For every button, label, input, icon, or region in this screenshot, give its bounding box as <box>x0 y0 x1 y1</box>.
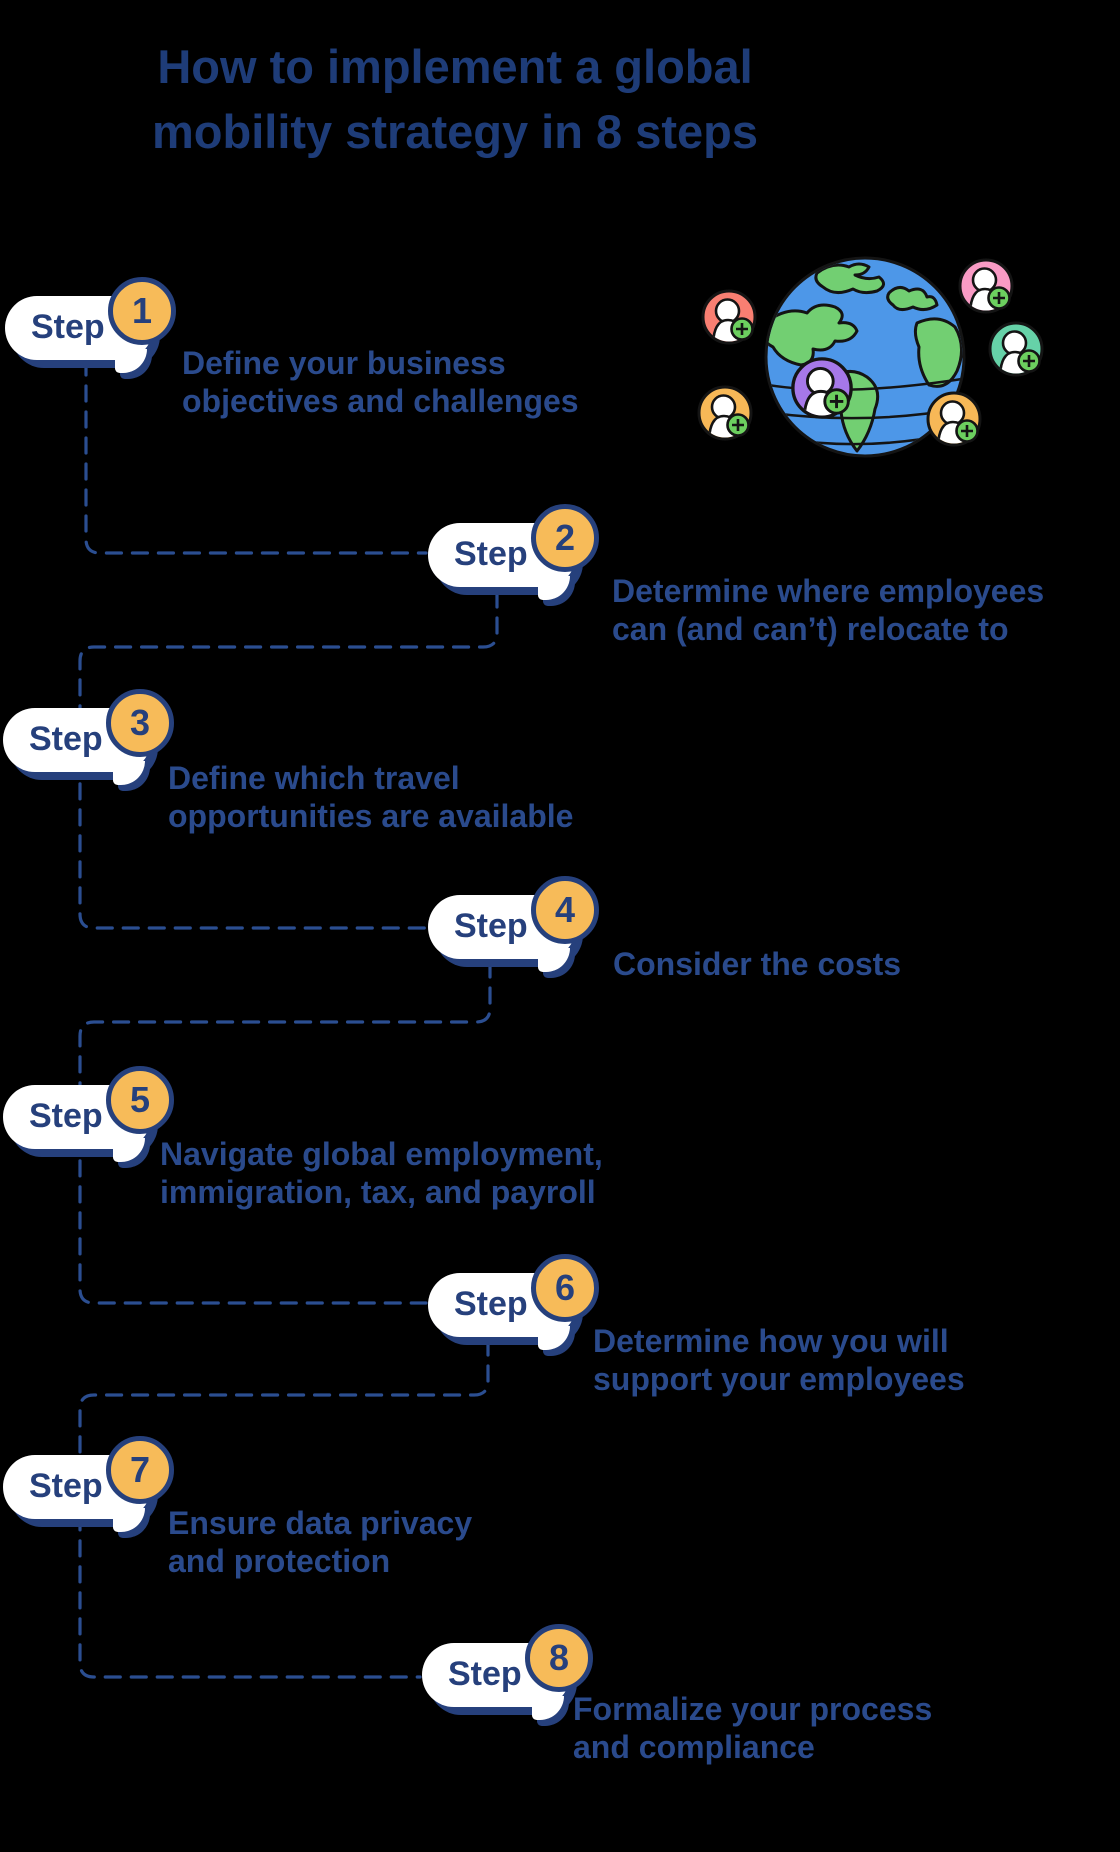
description-line-2: support your employees <box>593 1361 965 1397</box>
description-line-2: immigration, tax, and payroll <box>160 1174 596 1210</box>
step-7-number-badge: 7 <box>106 1436 174 1504</box>
avatar-pink <box>958 258 1014 314</box>
connector-step6-step8 <box>78 1338 490 1679</box>
step-6-pill: Step 6 <box>428 1254 599 1350</box>
step-label: Step <box>454 1285 528 1323</box>
step-5-description: Navigate global employment, immigration,… <box>160 1135 603 1211</box>
description-line-1: Ensure data privacy <box>168 1505 473 1541</box>
avatar-purple <box>791 357 853 419</box>
description-line-2: objectives and challenges <box>182 383 579 419</box>
connector-step1-step2 <box>84 358 428 555</box>
description-line-1: Determine where employees <box>612 573 1045 609</box>
step-label: Step <box>454 907 528 945</box>
avatar-orange-left <box>697 385 753 441</box>
description-line-1: Navigate global employment, <box>160 1136 603 1172</box>
connector-step2-step4 <box>78 590 499 930</box>
step-label: Step <box>448 1655 522 1693</box>
continent-africa <box>913 317 963 388</box>
step-1-number-badge: 1 <box>108 277 176 345</box>
description-line-1: Formalize your process <box>573 1691 933 1727</box>
continent-greenland <box>814 262 885 295</box>
page-title: How to implement a global mobility strat… <box>90 34 820 164</box>
step-7-pill: Step 7 <box>3 1436 174 1532</box>
step-label: Step <box>29 1097 103 1135</box>
step-4-pill: Step 4 <box>428 876 599 972</box>
description-line-2: and compliance <box>573 1729 815 1765</box>
continent-north-america <box>767 303 859 367</box>
step-3-number-badge: 3 <box>106 689 174 757</box>
step-6-description: Determine how you will support your empl… <box>593 1322 965 1398</box>
description-line-2: can (and can’t) relocate to <box>612 611 1009 647</box>
step-6-number-badge: 6 <box>531 1254 599 1322</box>
connector-step4-step6 <box>78 960 492 1305</box>
step-2-pill: Step 2 <box>428 504 599 600</box>
continent-europe <box>886 286 939 312</box>
step-label: Step <box>454 535 528 573</box>
title-line-2: mobility strategy in 8 steps <box>152 105 758 158</box>
step-2-number-badge: 2 <box>531 504 599 572</box>
step-4-number-badge: 4 <box>531 876 599 944</box>
description-line-1: Define your business <box>182 345 506 381</box>
step-7-description: Ensure data privacy and protection <box>168 1504 472 1580</box>
step-5-pill: Step 5 <box>3 1066 174 1162</box>
avatar-orange-right <box>926 391 982 447</box>
title-line-1: How to implement a global <box>157 40 753 93</box>
step-5-number-badge: 5 <box>106 1066 174 1134</box>
description-line-1: Determine how you will <box>593 1323 949 1359</box>
avatar-teal <box>988 321 1044 377</box>
step-2-description: Determine where employees can (and can’t… <box>612 572 1044 648</box>
step-4-description: Consider the costs <box>613 945 901 983</box>
description-line-1: Consider the costs <box>613 946 902 982</box>
step-3-description: Define which travel opportunities are av… <box>168 759 573 835</box>
step-8-pill: Step 8 <box>422 1624 593 1720</box>
step-1-description: Define your business objectives and chal… <box>182 344 579 420</box>
step-8-number-badge: 8 <box>525 1624 593 1692</box>
description-line-2: and protection <box>168 1543 391 1579</box>
description-line-2: opportunities are available <box>168 798 574 834</box>
description-line-1: Define which travel <box>168 760 460 796</box>
step-8-description: Formalize your process and compliance <box>573 1690 932 1766</box>
step-label: Step <box>29 1467 103 1505</box>
step-3-pill: Step 3 <box>3 689 174 785</box>
step-label: Step <box>29 720 103 758</box>
step-label: Step <box>31 308 105 346</box>
avatar-salmon <box>701 289 757 345</box>
latitude-line-1 <box>767 377 963 392</box>
step-1-pill: Step 1 <box>5 277 176 373</box>
